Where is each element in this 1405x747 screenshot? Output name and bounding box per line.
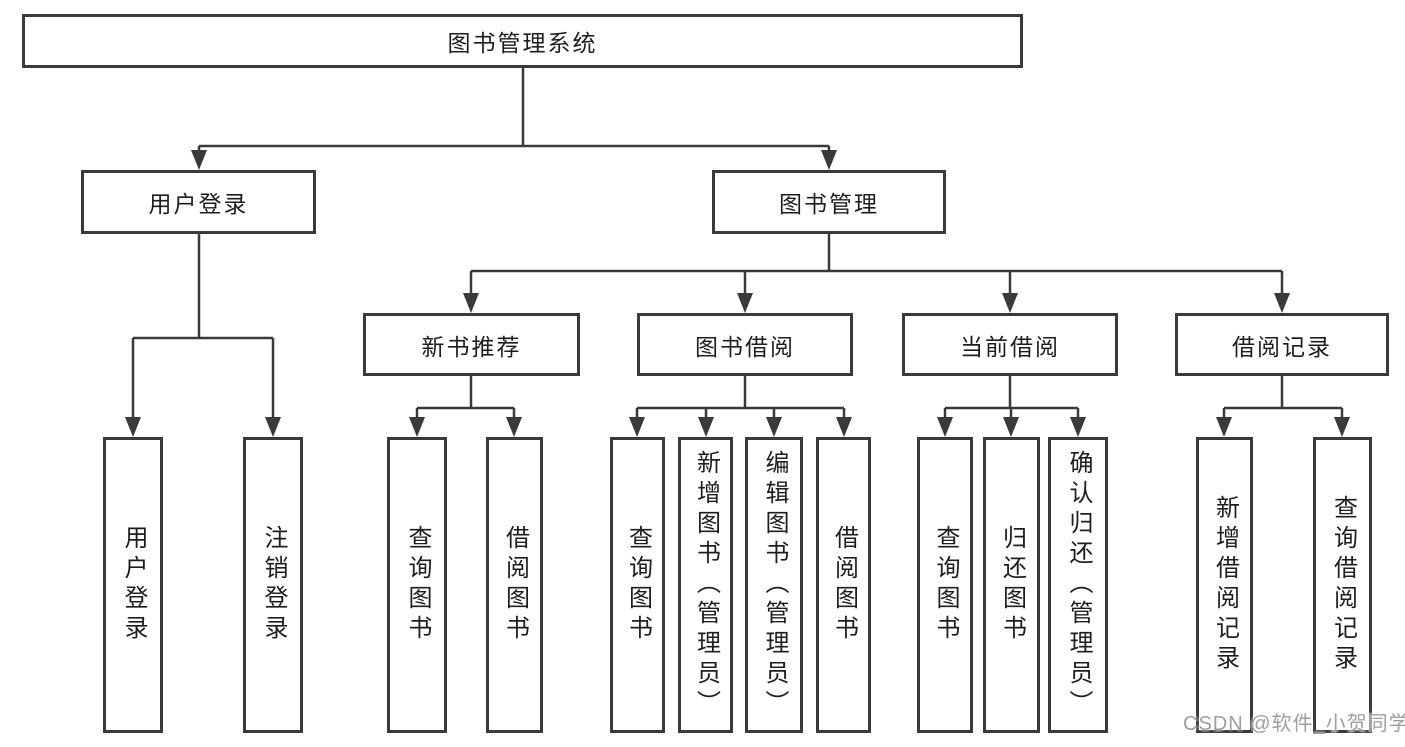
arrowheads — [125, 150, 1350, 437]
node-borrow-records: 借阅记录 — [1175, 313, 1389, 376]
leaf-records-add: 新增借阅记录 — [1196, 437, 1253, 733]
leaf-logout: 注销登录 — [243, 437, 303, 733]
leaf-current-return: 归还图书 — [983, 437, 1040, 733]
node-current-borrow: 当前借阅 — [902, 313, 1118, 376]
csdn-watermark: CSDN @软件_小贺同学 — [1183, 713, 1405, 735]
node-root: 图书管理系统 — [22, 14, 1023, 68]
node-book-management: 图书管理 — [712, 170, 946, 234]
leaf-user-login: 用户登录 — [103, 437, 163, 733]
node-book-borrow: 图书借阅 — [637, 313, 853, 376]
node-new-book-recommend: 新书推荐 — [363, 313, 580, 376]
leaf-borrow-borrow: 借阅图书 — [816, 437, 871, 733]
leaf-newbooks-query: 查询图书 — [387, 437, 447, 733]
leaf-borrow-edit-admin: 编辑图书（管理员） — [745, 437, 803, 733]
leaf-current-query: 查询图书 — [917, 437, 973, 733]
leaf-borrow-add-admin: 新增图书（管理员） — [678, 437, 733, 733]
node-user-login: 用户登录 — [81, 170, 316, 234]
leaf-newbooks-borrow: 借阅图书 — [486, 437, 543, 733]
leaf-records-query: 查询借阅记录 — [1313, 437, 1372, 733]
leaf-current-confirm-admin: 确认归还（管理员） — [1048, 437, 1108, 733]
leaf-borrow-query: 查询图书 — [610, 437, 665, 733]
